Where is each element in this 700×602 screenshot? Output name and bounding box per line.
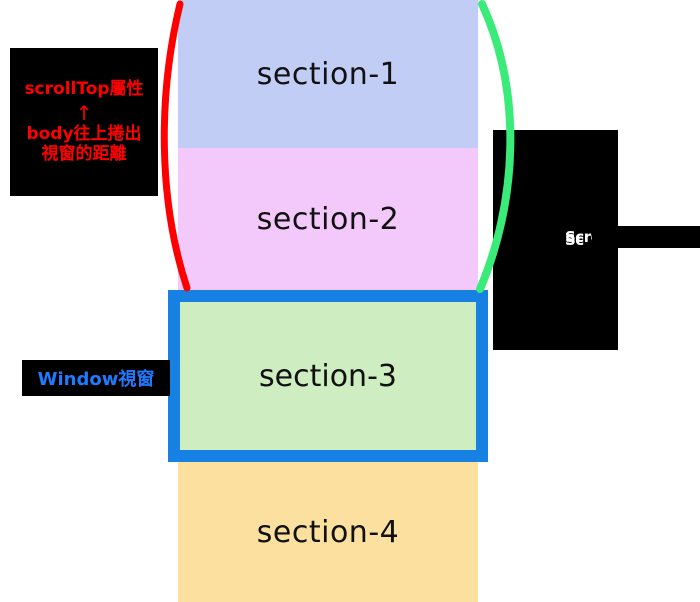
scrolltop-desc-line-1: body往上捲出	[26, 124, 142, 145]
scrolltop-callout-box: scrollTop屬性 ↑ body往上捲出 視窗的距離	[10, 48, 158, 196]
window-viewport-label: Window視窗	[37, 369, 155, 390]
arrow-up-icon: ↑	[75, 101, 93, 126]
section-block-4: section-4	[178, 462, 478, 602]
window-viewport-callout-box: Window視窗	[22, 360, 170, 396]
scrolltop-title: scrollTop屬性	[24, 79, 144, 100]
section-block-3: section-3	[180, 302, 476, 450]
section-3-label: section-3	[259, 358, 397, 394]
window-viewport-frame: section-3	[168, 290, 488, 462]
section-block-1: section-1	[178, 0, 478, 148]
scroll-callout-label: Sc	[565, 231, 584, 249]
section-2-label: section-2	[256, 201, 400, 237]
section-1-label: section-1	[256, 56, 400, 92]
section-block-2: section-2	[178, 148, 478, 290]
scrolltop-desc-line-2: 視窗的距離	[41, 143, 127, 164]
scroll-callout-occluder	[592, 226, 700, 248]
section-4-label: section-4	[256, 514, 400, 550]
